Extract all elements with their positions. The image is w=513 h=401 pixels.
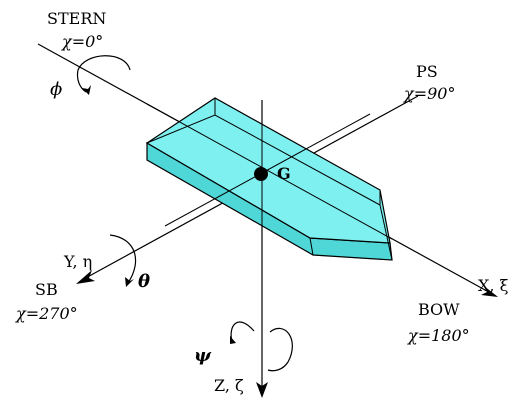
psi-label: ψ xyxy=(194,345,212,366)
cog-dot xyxy=(254,167,268,181)
x-axis-arrowhead xyxy=(481,286,498,297)
sb-label: SB xyxy=(35,280,58,299)
stern-chi-label: χ=0° xyxy=(61,32,103,51)
theta-rotation-arrow xyxy=(109,234,137,284)
z-axis-arrowhead xyxy=(256,382,268,398)
y-axis-label: Y, η xyxy=(63,252,92,271)
stern-label: STERN xyxy=(47,9,106,28)
cog-label: G xyxy=(277,164,291,183)
phi-label: ϕ xyxy=(50,79,62,100)
phi-rotation-arrow xyxy=(76,55,131,93)
ps-chi-label: χ=90° xyxy=(403,84,455,103)
bow-label: BOW xyxy=(418,300,460,319)
sb-chi-label: χ=270° xyxy=(15,304,78,323)
bow-chi-label: χ=180° xyxy=(407,326,470,345)
x-axis-label: X, ξ xyxy=(478,276,509,295)
z-axis-label: Z, ζ xyxy=(214,376,244,395)
theta-label: θ xyxy=(138,271,150,292)
ps-label: PS xyxy=(416,62,438,81)
y-axis-arrowhead xyxy=(76,270,95,284)
